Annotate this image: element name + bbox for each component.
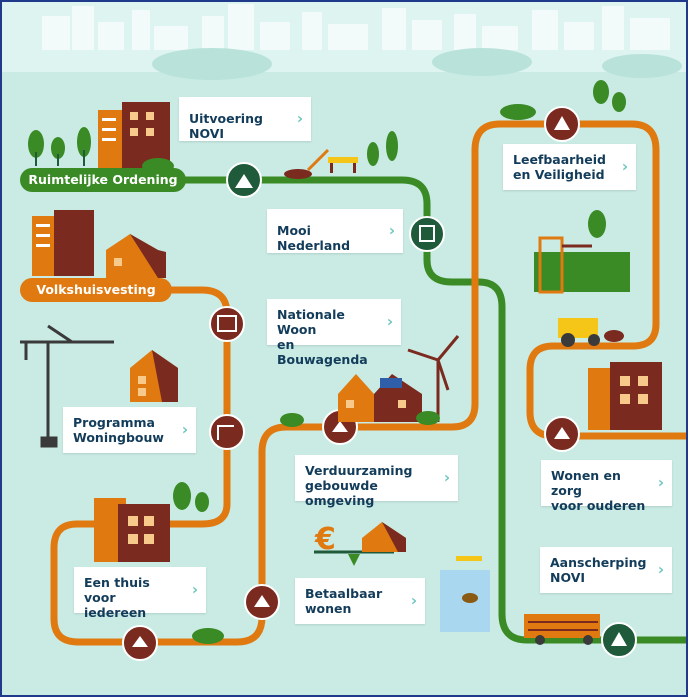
chevron-right-icon: ›	[443, 468, 450, 487]
scale-icon: €	[314, 522, 406, 566]
node-zorg-icon	[544, 416, 580, 452]
label-ruimtelijke-ordening: Ruimtelijke Ordening	[20, 168, 186, 192]
chevron-right-icon: ›	[191, 580, 198, 599]
card-aanscherping-novi[interactable]: Aanscherping NOVI ›	[540, 547, 672, 593]
chevron-right-icon: ›	[181, 420, 188, 439]
card-label: Nationale Woon en Bouwagenda	[277, 307, 368, 367]
card-label: Wonen en zorg voor ouderen	[551, 468, 646, 513]
node-thuis-icon	[122, 625, 158, 661]
card-mooi-nederland[interactable]: Mooi Nederland ›	[267, 209, 403, 253]
chevron-right-icon: ›	[296, 109, 303, 128]
card-label: Een thuis voor iedereen	[84, 575, 150, 620]
card-label: Uitvoering NOVI	[189, 111, 263, 141]
card-label: Betaalbaar wonen	[305, 586, 383, 616]
chevron-right-icon: ›	[386, 312, 393, 331]
euro-icon: €	[314, 522, 336, 557]
card-label: Leefbaarheid en Veiligheid	[513, 152, 606, 182]
node-novi-icon	[226, 162, 262, 198]
node-aanscherping-icon	[601, 622, 637, 658]
tree-icon	[28, 80, 626, 512]
house-woningbouw-icon	[130, 350, 178, 402]
node-woningbouw-icon	[209, 414, 245, 450]
timber-truck-icon	[524, 614, 600, 645]
card-verduurzaming[interactable]: Verduurzaming gebouwde omgeving ›	[295, 455, 458, 508]
bush-icon	[142, 104, 536, 644]
card-uitvoering-novi[interactable]: Uitvoering NOVI ›	[179, 97, 311, 141]
building-volkshuisvesting-icon	[32, 210, 166, 278]
chevron-right-icon: ›	[657, 473, 664, 492]
card-betaalbaar-wonen[interactable]: Betaalbaar wonen ›	[295, 578, 425, 624]
node-agenda-icon	[209, 306, 245, 342]
wind-turbine-icon	[407, 335, 460, 422]
shovel-icon	[284, 148, 330, 179]
card-label: Programma Woningbouw	[73, 415, 164, 445]
building-een-thuis-icon	[94, 498, 170, 562]
card-nationale-woon[interactable]: Nationale Woon en Bouwagenda ›	[267, 299, 401, 367]
bench-icon	[328, 157, 358, 173]
building-zorg-icon	[588, 362, 662, 430]
card-label: Verduurzaming gebouwde omgeving	[305, 463, 413, 508]
houses-solar-icon	[338, 374, 422, 422]
green-route	[178, 176, 686, 644]
card-label: Mooi Nederland	[277, 223, 351, 253]
pond-icon	[440, 556, 490, 632]
card-programma-woningbouw[interactable]: Programma Woningbouw ›	[63, 407, 196, 453]
node-betaalbaar-icon	[244, 584, 280, 620]
chevron-right-icon: ›	[410, 591, 417, 610]
playground-icon	[534, 236, 630, 294]
card-wonen-en-zorg[interactable]: Wonen en zorg voor ouderen ›	[541, 460, 672, 513]
building-ruimtelijke-icon	[98, 102, 170, 168]
chevron-right-icon: ›	[388, 221, 395, 240]
skyline-buildings	[42, 4, 670, 50]
crane-icon	[20, 324, 114, 448]
node-mooi-nederland-icon	[409, 216, 445, 252]
hills	[152, 48, 682, 80]
chevron-right-icon: ›	[657, 560, 664, 579]
card-een-thuis[interactable]: Een thuis voor iedereen ›	[74, 567, 206, 620]
chevron-right-icon: ›	[621, 157, 628, 176]
label-volkshuisvesting: Volkshuisvesting	[20, 278, 172, 302]
card-label: Aanscherping NOVI	[550, 555, 647, 585]
card-leefbaarheid[interactable]: Leefbaarheid en Veiligheid ›	[503, 144, 636, 190]
tractor-icon	[558, 318, 624, 347]
node-leefbaarheid-icon	[544, 106, 580, 142]
